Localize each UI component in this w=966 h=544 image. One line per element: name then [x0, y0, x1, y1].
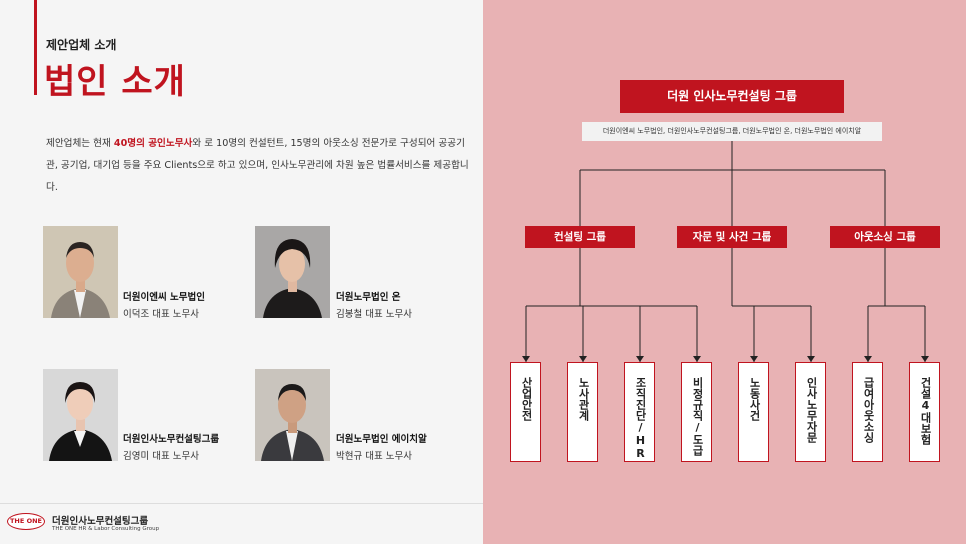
org-root-box: 더원 인사노무컨설팅 그룹 — [620, 80, 844, 113]
section-eyebrow: 제안업체 소개 — [46, 38, 117, 52]
firm-name: 더원이엔씨 노무법인 — [123, 292, 205, 303]
footer-company-name: 더원인사노무컨설팅그룹 — [52, 516, 149, 527]
footer-divider — [0, 503, 483, 504]
representative-name: 김영미 대표 노무사 — [123, 451, 199, 462]
title-accent-bar — [34, 0, 37, 95]
page-title: 법인 소개 — [44, 62, 186, 102]
org-leaf: 비정규직/도급 — [681, 362, 712, 462]
org-leaf: 급여아웃소싱 — [852, 362, 883, 462]
intro-text-post: 와 로 10명의 컨설턴트, 15명의 아웃소싱 전문가로 구성되어 공공기관,… — [46, 138, 469, 193]
org-leaf: 건설4대보험 — [909, 362, 940, 462]
portrait-photo — [255, 226, 330, 318]
representative-name: 김봉철 대표 노무사 — [336, 309, 412, 320]
org-root-members: 더원이엔씨 노무법인, 더원인사노무컨설팅그룹, 더원노무법인 온, 더원노무법… — [582, 122, 882, 141]
org-group-outsourcing: 아웃소싱 그룹 — [830, 226, 940, 248]
firm-name: 더원노무법인 에이치알 — [336, 434, 427, 445]
portrait-photo — [43, 226, 118, 318]
org-leaf: 조직진단/HR — [624, 362, 655, 462]
firm-name: 더원인사노무컨설팅그룹 — [123, 434, 220, 445]
org-group-advisory: 자문 및 사건 그룹 — [677, 226, 787, 248]
org-leaf: 산업안전 — [510, 362, 541, 462]
portrait-photo — [255, 369, 330, 461]
intro-highlight: 40명의 공인노무사 — [113, 138, 193, 149]
org-leaf: 인사노무자문 — [795, 362, 826, 462]
portrait-photo — [43, 369, 118, 461]
footer-company-name-en: THE ONE HR & Labor Consulting Group — [52, 526, 160, 532]
intro-text-pre: 제안업체는 현재 — [46, 138, 114, 149]
firm-name: 더원노무법인 온 — [336, 292, 401, 303]
intro-paragraph: 제안업체는 현재 40명의 공인노무사와 로 10명의 컨설턴트, 15명의 아… — [46, 133, 476, 199]
org-group-consulting: 컨설팅 그룹 — [525, 226, 635, 248]
company-logo: THE ONE — [7, 513, 45, 530]
representative-name: 박현규 대표 노무사 — [336, 451, 412, 462]
org-leaf: 노동사건 — [738, 362, 769, 462]
org-leaf: 노사관계 — [567, 362, 598, 462]
representative-name: 이덕조 대표 노무사 — [123, 309, 199, 320]
